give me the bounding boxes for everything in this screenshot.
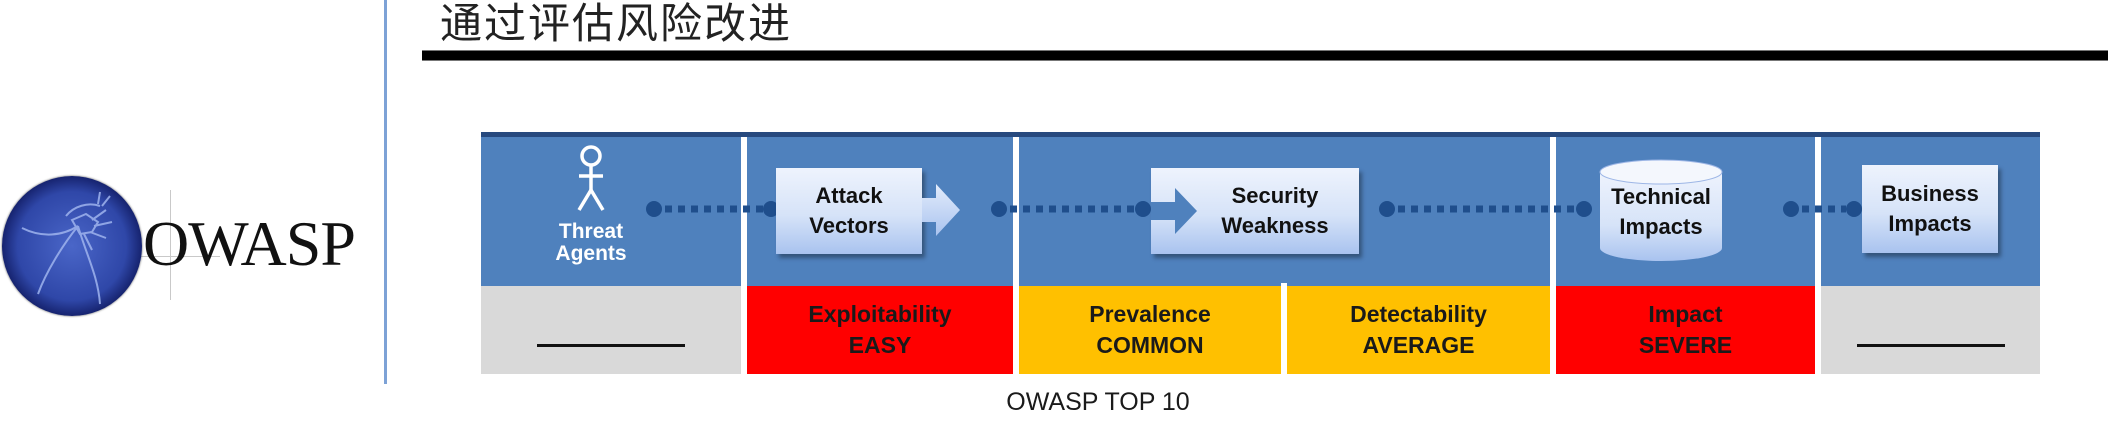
stage-label-line: Impacts <box>1619 214 1703 239</box>
rating-factor: Exploitability <box>808 301 952 327</box>
stage-label-line: Technical <box>1611 184 1711 209</box>
connector-dot <box>1846 201 1862 217</box>
figure-caption: OWASP TOP 10 <box>1006 388 1190 416</box>
connector-dot <box>763 201 779 217</box>
rating-value: COMMON <box>1096 332 1204 358</box>
rating-factor: Impact <box>1648 301 1723 327</box>
stage-label-line: Vectors <box>809 213 889 238</box>
stage-label-line: Impacts <box>1888 211 1972 236</box>
page-title: 通过评估风险改进 <box>440 0 793 48</box>
arrow-into-box-icon <box>1151 188 1197 234</box>
owasp-logo: OWASP <box>0 170 360 330</box>
vertical-divider <box>384 0 387 384</box>
rating-cell-prevalence: Prevalence COMMON <box>1019 283 1281 374</box>
empty-rating-dash <box>1856 343 2005 347</box>
node-attack-vectors: Attack Vectors <box>776 168 922 254</box>
stage-label-line: Weakness <box>1221 213 1329 238</box>
arrow-right-icon <box>922 184 960 236</box>
rating-cell-detectability: Detectability AVERAGE <box>1287 283 1550 374</box>
column-separator <box>1815 137 1821 374</box>
logo-text: OWASP <box>143 208 356 279</box>
stage-label-line: Business <box>1881 181 1979 206</box>
node-technical-impacts: Technical Impacts <box>1598 182 1724 242</box>
connector-dot <box>1379 201 1395 217</box>
connector-lines <box>646 201 1862 217</box>
risk-path-diagram: Threat Agents Attack Vectors Security We… <box>481 132 2040 374</box>
diagram-top-stripe <box>481 132 2040 137</box>
rating-cell-threat-agents <box>481 283 741 374</box>
rating-value: AVERAGE <box>1362 332 1475 358</box>
column-separator <box>1013 137 1019 374</box>
connector-dot <box>991 201 1007 217</box>
rating-cell-exploitability: Exploitability EASY <box>747 283 1013 374</box>
rating-value: SEVERE <box>1638 332 1733 358</box>
stage-label-line: Security <box>1231 183 1319 208</box>
connector-dot <box>1135 201 1151 217</box>
rating-cell-impact: Impact SEVERE <box>1556 283 1815 374</box>
connector-dot <box>646 201 662 217</box>
stage-label-threat-agents: Threat Agents <box>545 221 637 265</box>
rating-separator <box>1281 286 1287 374</box>
column-separator <box>741 137 747 374</box>
stage-label-line: Agents <box>555 242 627 265</box>
stage-label-line: Attack <box>815 183 883 208</box>
column-separator <box>1550 137 1556 374</box>
logo-crosshair-horizontal <box>140 256 220 257</box>
connector-dot <box>1576 201 1592 217</box>
rating-cell-business-impacts <box>1821 283 2040 374</box>
node-business-impacts: Business Impacts <box>1862 165 1998 253</box>
owasp-wasp-globe-icon <box>2 176 142 316</box>
empty-rating-dash <box>537 343 685 347</box>
rating-factor: Detectability <box>1350 301 1487 327</box>
rating-value: EASY <box>848 332 912 358</box>
logo-crosshair-vertical <box>170 190 171 300</box>
title-underline <box>422 50 2108 61</box>
stick-figure-icon <box>577 145 605 211</box>
stage-label-line: Threat <box>558 220 624 243</box>
rating-factor: Prevalence <box>1089 301 1211 327</box>
database-cylinder-icon <box>1599 159 1723 261</box>
connector-dot <box>1783 201 1799 217</box>
